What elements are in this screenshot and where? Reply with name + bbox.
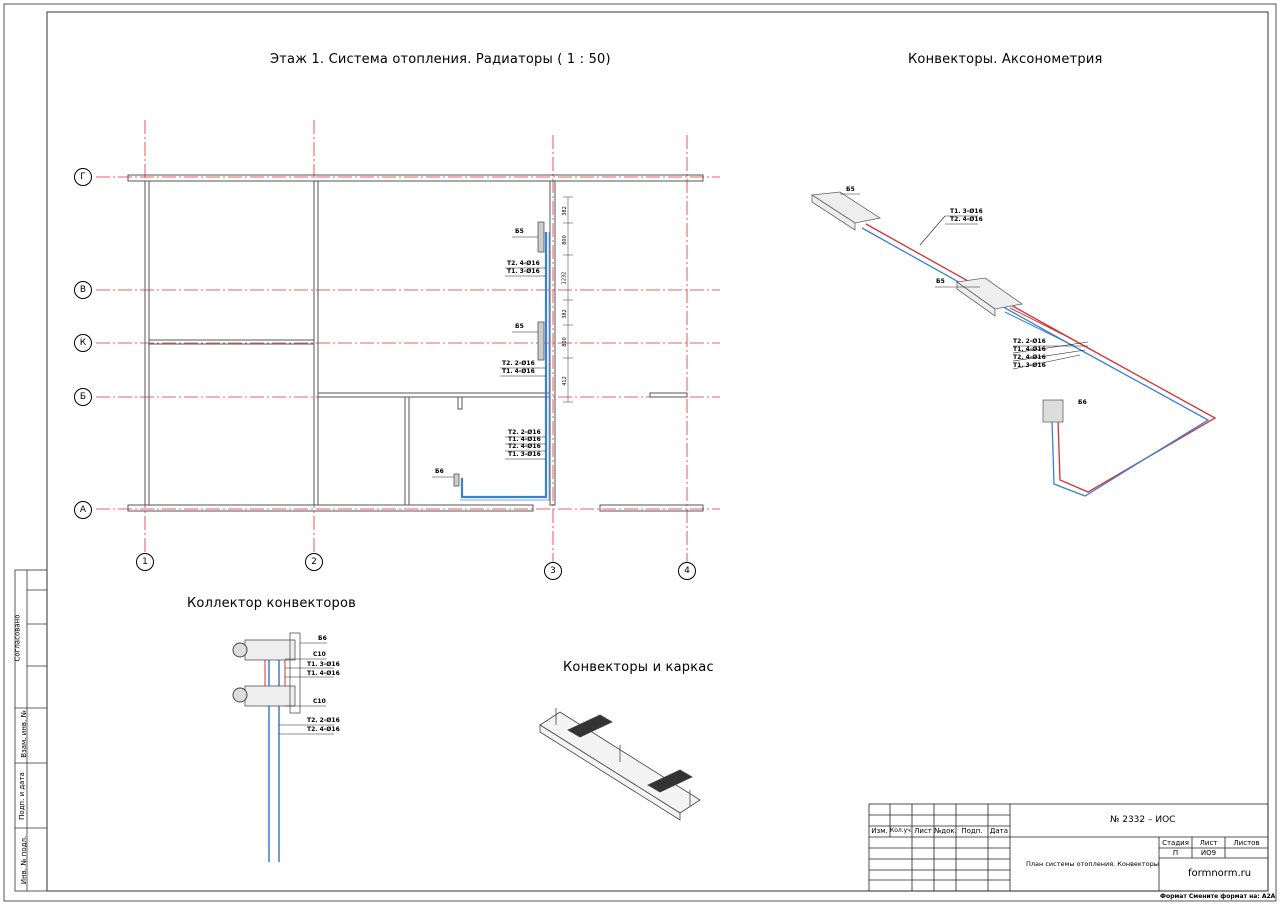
tb-header-ndoc: №док. [934, 827, 957, 835]
collector-drawing [232, 632, 334, 862]
plan-label-g3-0: Т2. 2-Ø16 [508, 429, 541, 436]
axis-col-1: 1 [136, 553, 154, 571]
axo-label-b6: Б6 [1078, 399, 1087, 406]
axo-label-g2-1: Т1. 4-Ø16 [1013, 346, 1046, 353]
grid-axes [96, 120, 720, 562]
axo-label-g1-0: Т1. 3-Ø16 [950, 208, 983, 215]
axonometry-pipes [861, 223, 1217, 497]
plan-label-g1-1: Т1. 3-Ø16 [507, 268, 540, 275]
axis-row-g: Г [74, 168, 92, 186]
plan-label-g2-1: Т1. 4-Ø16 [502, 368, 535, 375]
frame-title: Конвекторы и каркас [563, 660, 714, 675]
sheet-value: ИО9 [1200, 849, 1217, 857]
collector-label-l1: Т1. 3-Ø16 [307, 661, 340, 668]
plan-label-b5-lower: Б5 [515, 323, 524, 330]
side-stamp-grid [14, 569, 48, 892]
axo-label-b5-upper: Б5 [846, 186, 855, 193]
tb-header-list: Лист [914, 827, 932, 835]
stage-value: П [1172, 849, 1179, 857]
sheet-border [3, 3, 1277, 902]
collector-label-l3: Т2. 2-Ø16 [307, 717, 340, 724]
axis-col-2: 2 [305, 553, 323, 571]
plan-label-g2-0: Т2. 2-Ø16 [502, 360, 535, 367]
plan-label-g3-1: Т1. 4-Ø16 [508, 436, 541, 443]
side-stamp-inv: Инв. № подл. [20, 835, 29, 885]
axis-row-a: А [74, 501, 92, 519]
axonometry-title: Конвекторы. Аксонометрия [908, 52, 1103, 67]
axo-label-g2-2: Т2. 4-Ø16 [1013, 354, 1046, 361]
collector-label-l4: Т2. 4-Ø16 [307, 726, 340, 733]
collector-label-l2: Т1. 4-Ø16 [307, 670, 340, 677]
dim-text-1: 800 [561, 235, 568, 245]
stage-header: Стадия [1162, 839, 1189, 847]
tb-header-podp: Подп. [961, 827, 983, 835]
dim-text-4: 800 [561, 337, 568, 347]
axis-row-v: В [74, 281, 92, 299]
collector-label-c10-lower: С10 [313, 698, 326, 705]
axis-row-b: Б [74, 388, 92, 406]
dimension-chain [563, 196, 573, 403]
company-name: formnorm.ru [1188, 868, 1252, 879]
frame-drawing [539, 708, 701, 821]
tb-header-data: Дата [989, 827, 1009, 835]
axis-col-3: 3 [544, 562, 562, 580]
collector-label-b6: Б6 [318, 635, 327, 642]
building-walls [127, 174, 704, 512]
plan-label-g3-2: Т2. 4-Ø16 [508, 443, 541, 450]
plan-leaders [432, 236, 546, 478]
side-stamp-sign-date: Подп. и дата [17, 772, 26, 820]
doc-number: № 2332 – ИОС [1110, 815, 1176, 825]
side-stamp-agreed: Согласовано [13, 614, 22, 662]
axonometry-convectors [810, 191, 1064, 423]
axo-label-b5-lower: Б5 [936, 278, 945, 285]
collector-label-c10-upper: С10 [313, 651, 326, 658]
axis-row-k: К [74, 334, 92, 352]
plan-title: Этаж 1. Система отопления. Радиаторы ( 1… [270, 52, 611, 67]
axis-col-4: 4 [678, 562, 696, 580]
title-block-grid [868, 803, 1269, 892]
sheet-header: Лист [1199, 839, 1218, 847]
axonometry-leaders [840, 193, 1089, 370]
collector-title: Коллектор конвекторов [187, 596, 356, 611]
dim-text-2: 1232 [561, 271, 568, 285]
format-note: Формат Смените формат на: А2А [1160, 893, 1276, 900]
sheet-name: План системы отопления. Конвекторы [1026, 860, 1159, 868]
plan-pipes [453, 221, 550, 501]
plan-label-b6: Б6 [435, 468, 444, 475]
sheets-header: Листов [1233, 839, 1260, 847]
side-stamp-replace: Взам. инв. № [19, 710, 28, 758]
plan-label-b5-upper: Б5 [515, 228, 524, 235]
axo-label-g2-3: Т1. 3-Ø16 [1013, 362, 1046, 369]
dim-text-3: 382 [561, 309, 568, 319]
dim-text-5: 412 [561, 376, 568, 386]
dim-text-0: 382 [561, 206, 568, 216]
axo-label-g1-1: Т2. 4-Ø16 [950, 216, 983, 223]
tb-header-kol: Кол.уч. [890, 827, 913, 834]
inner-frame [46, 11, 1269, 892]
plan-label-g3-3: Т1. 3-Ø16 [508, 451, 541, 458]
tb-header-izm: Изм. [871, 827, 888, 835]
axo-label-g2-0: Т2. 2-Ø16 [1013, 338, 1046, 345]
plan-label-g1-0: Т2. 4-Ø16 [507, 260, 540, 267]
